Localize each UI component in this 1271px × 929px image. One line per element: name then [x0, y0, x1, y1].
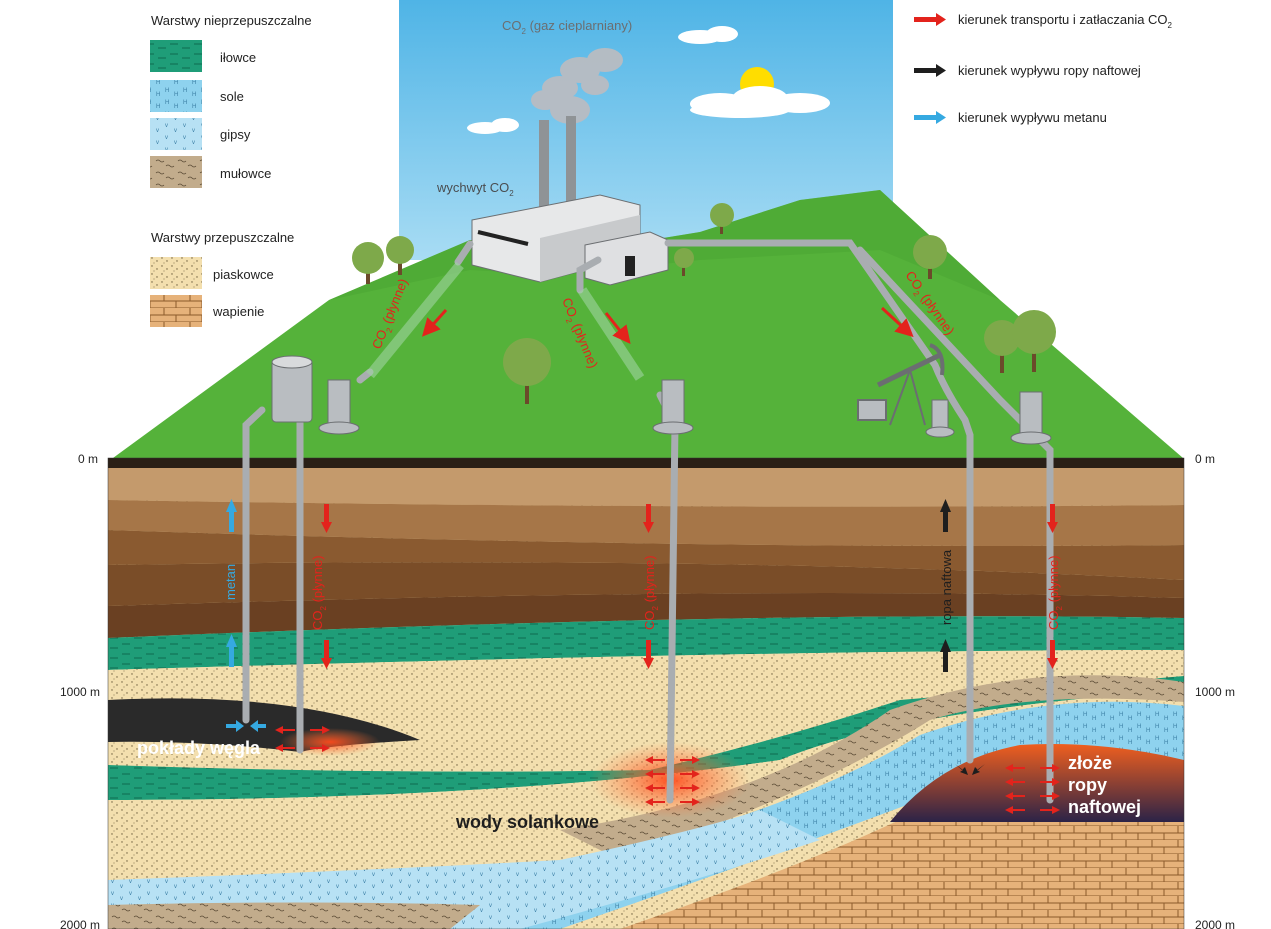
pumpjack-icon — [857, 343, 945, 426]
legend-label-sandstone: piaskowce — [213, 267, 274, 282]
oil-deposit-label-1: złoże — [1068, 753, 1112, 773]
oil-deposit-label-3: naftowej — [1068, 797, 1141, 817]
surface-co2-arrows — [421, 306, 914, 345]
depth-1000m-left: 1000 m — [60, 685, 100, 699]
coal-seams-label: pokłady węgla — [137, 738, 261, 758]
blue-arrow-icon — [914, 111, 946, 124]
legend-swatch-limestone — [150, 295, 202, 327]
depth-1000m-right: 1000 m — [1195, 685, 1235, 699]
legend-label-mudstone: mułowce — [220, 166, 271, 181]
co2-liquid-label-well-2: CO2 (płynne) — [642, 555, 660, 630]
oil-deposit-label-2: ropy — [1068, 775, 1107, 795]
injection-arrows — [226, 499, 1060, 814]
reservoir-injection-arrows — [275, 726, 1060, 814]
brine-label: wody solankowe — [455, 812, 599, 832]
co2-liquid-label-well-1: CO2 (płynne) — [310, 555, 328, 630]
legend-permeable-title: Warstwy przepuszczalne — [151, 230, 294, 245]
legend-label-clay: iłowce — [220, 50, 256, 65]
co2-liquid-label-well-3: CO2 (płynne) — [1046, 555, 1064, 630]
smoke-icon — [531, 48, 623, 124]
legend-impermeable-title: Warstwy nieprzepuszczalne — [151, 13, 312, 28]
wellhead-icon — [271, 355, 1052, 445]
legend-swatch-mudstone — [150, 156, 202, 188]
legend-swatch-clay — [150, 40, 202, 72]
co2-greenhouse-label: CO2 (gaz cieplarniany) — [502, 18, 632, 36]
depth-2000m-right: 2000 m — [1195, 918, 1235, 929]
arrow-legend-black-label: kierunek wypływu ropy naftowej — [958, 63, 1141, 78]
methane-arrows — [226, 499, 266, 732]
tree-icon — [352, 203, 1056, 404]
oil-flow-label: ropa naftowa — [939, 549, 954, 625]
red-arrow-icon — [914, 13, 946, 26]
layer-legend — [150, 40, 202, 327]
methane-label: metan — [223, 564, 238, 600]
legend-label-limestone: wapienie — [212, 304, 264, 319]
co2-capture-label: wychwyt CO2 — [436, 180, 514, 198]
geology-cross-section — [107, 457, 1185, 929]
legend-swatch-salt — [150, 80, 202, 112]
legend-swatch-sandstone — [150, 257, 202, 289]
legend-label-salt: sole — [220, 89, 244, 104]
arrow-legend — [914, 13, 946, 124]
legend-label-gypsum: gipsy — [220, 127, 251, 142]
oil-arrows — [940, 499, 985, 775]
cloud-icon — [467, 26, 830, 134]
arrow-legend-red-label: kierunek transportu i zatłaczania CO2 — [958, 12, 1173, 30]
depth-0m-right: 0 m — [1195, 452, 1215, 466]
black-arrow-icon — [914, 64, 946, 77]
depth-0m-left: 0 m — [78, 452, 98, 466]
arrow-legend-blue-label: kierunek wypływu metanu — [958, 110, 1107, 125]
legend-swatch-gypsum — [150, 118, 202, 150]
depth-2000m-left: 2000 m — [60, 918, 100, 929]
